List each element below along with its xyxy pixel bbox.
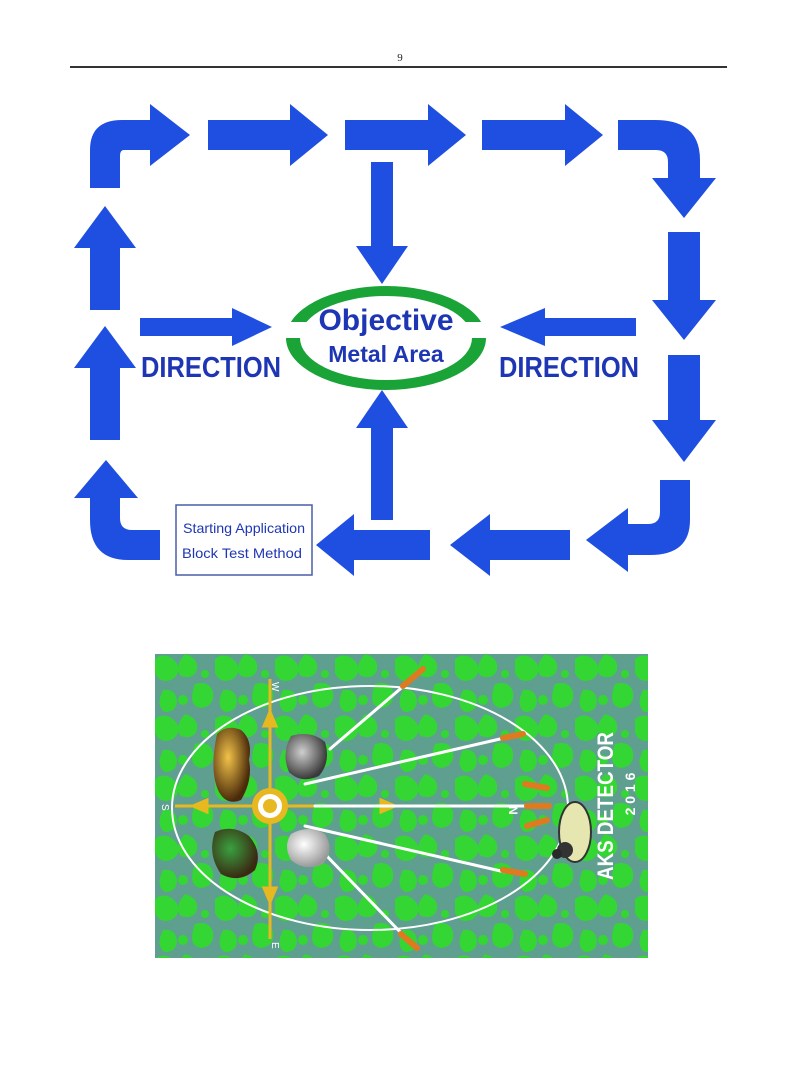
compass-east: E: [269, 942, 280, 949]
quartz-rock-icon: [287, 829, 330, 868]
arrow-right-icon: [208, 104, 328, 166]
brand-year: 2 0 1 6: [622, 772, 638, 815]
operator-icon: [552, 801, 592, 863]
objective-label: Objective: [318, 304, 453, 337]
start-box-line2: Block Test Method: [182, 545, 302, 561]
corner-arrow-icon: [90, 104, 190, 188]
compass-north: N: [506, 806, 520, 815]
copper-ore-icon: [212, 828, 258, 879]
objective-metal-area: Objective Metal Area: [286, 286, 486, 390]
direction-label-right: DIRECTION: [499, 352, 639, 384]
arrow-down-icon: [356, 162, 408, 284]
silver-ore-icon: [285, 734, 327, 780]
arrow-down-icon: [652, 232, 716, 340]
page-number: 9: [397, 52, 403, 64]
arrow-down-icon: [652, 355, 716, 462]
arrow-right-icon: [482, 104, 603, 166]
arrow-up-icon: [356, 390, 408, 520]
inward-arrows: [140, 162, 636, 520]
detector-rods: [303, 670, 527, 939]
arrow-up-icon: [74, 206, 136, 310]
corner-arrow-icon: [74, 460, 160, 560]
header-rule: [70, 66, 727, 68]
arrow-right-icon: [345, 104, 466, 166]
gold-nugget-icon: [213, 727, 250, 802]
perimeter-arrows: [74, 104, 716, 576]
arrow-left-icon: [316, 514, 430, 576]
corner-arrow-icon: [586, 480, 690, 572]
rod-tips: [398, 666, 552, 951]
brand-title: AKS DETECTOR: [593, 732, 618, 880]
arrow-left-icon: [450, 514, 570, 576]
start-box: Starting Application Block Test Method: [175, 504, 313, 576]
arrow-up-icon: [74, 326, 136, 440]
search-pattern-diagram: Objective Metal Area DIRECTION DIRECTION…: [74, 104, 716, 576]
target-icon: [252, 788, 288, 824]
compass-south: S: [159, 804, 170, 811]
corner-arrow-icon: [618, 120, 716, 218]
arrow-right-icon: [140, 308, 272, 346]
metal-area-label: Metal Area: [328, 341, 444, 367]
detector-illustration: W S E N AKS DETECTOR 2 0 1 6: [155, 654, 648, 958]
compass-west: W: [269, 682, 280, 692]
start-box-line1: Starting Application: [183, 520, 305, 536]
direction-label-left: DIRECTION: [141, 352, 281, 384]
arrow-left-icon: [500, 308, 636, 346]
